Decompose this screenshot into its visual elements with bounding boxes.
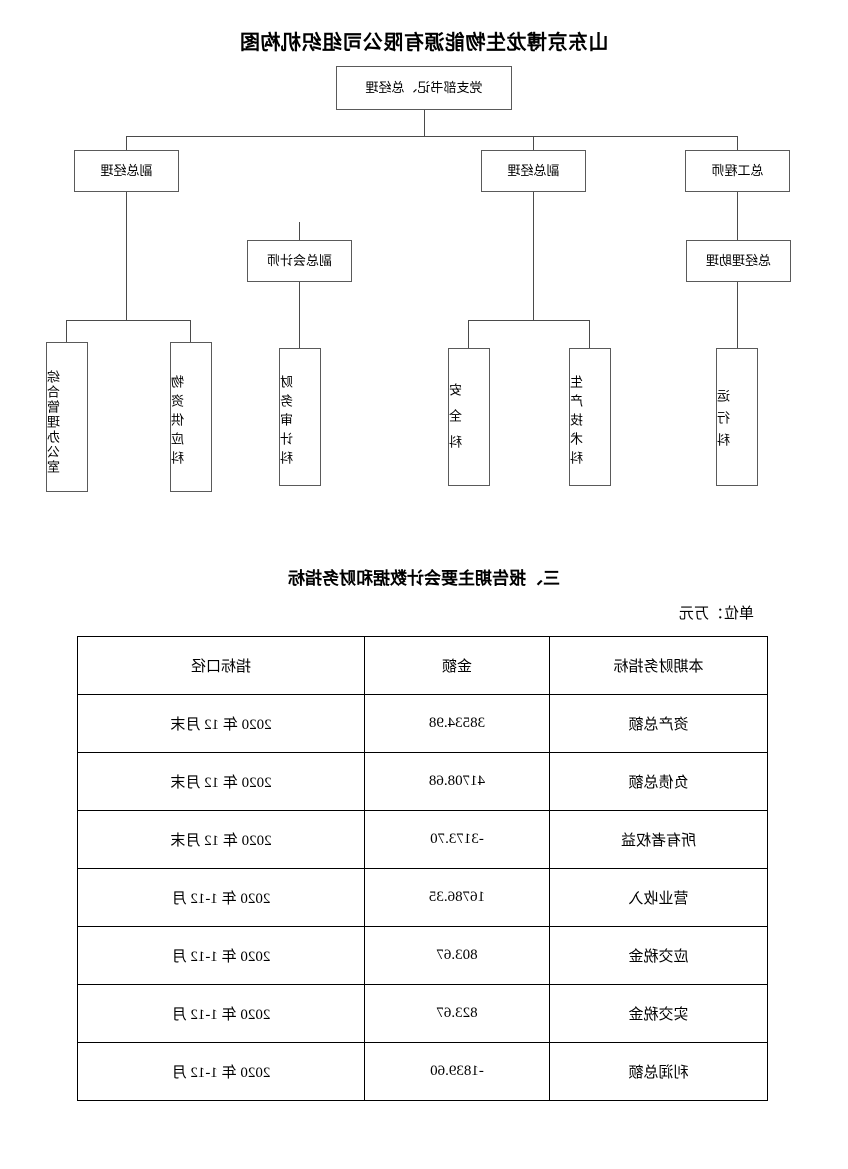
connector-drop-deputy-gm-2 xyxy=(126,136,127,150)
org-node-safety-dept: 安全科 xyxy=(448,348,490,486)
cell-amount: -3173.70 xyxy=(364,810,550,869)
cell-amount: -1839.60 xyxy=(364,1042,550,1101)
table-row: 负债总额 41708.68 2020 年 12 月末 xyxy=(77,752,768,811)
cell-indicator: 资产总额 xyxy=(549,694,768,753)
org-node-deputy-gm-1: 副总经理 xyxy=(481,150,586,192)
cell-indicator: 实交税金 xyxy=(549,984,768,1043)
connector-drop-materials xyxy=(190,320,191,342)
cell-amount: 38534.98 xyxy=(364,694,550,753)
cell-caliber: 2020 年 12 月末 xyxy=(77,694,365,753)
cell-indicator: 营业收入 xyxy=(549,868,768,927)
org-node-label: 副总经理 xyxy=(507,162,560,178)
connector-deputy-gm-1-stem xyxy=(533,192,534,320)
connector-drop-production-tech xyxy=(589,320,590,348)
org-node-label: 党支部书记、总经理 xyxy=(365,79,483,95)
org-node-deputy-chief-accountant: 副总会计师 xyxy=(247,240,352,282)
org-node-materials-supply-dept: 物资供应科 xyxy=(170,342,212,492)
org-node-general-management-office: 综合管理办公室 xyxy=(46,342,88,492)
cell-indicator: 利润总额 xyxy=(549,1042,768,1101)
column-header-caliber: 指标口径 xyxy=(77,636,365,695)
org-node-finance-audit-dept: 财务审计科 xyxy=(279,348,321,486)
cell-amount: 16786.35 xyxy=(364,868,550,927)
connector-accountant-stem xyxy=(299,282,300,330)
financial-section-heading: 三、报告期主要会计数据和财务指标 xyxy=(288,569,560,588)
connector-accountant-up xyxy=(299,222,300,240)
table-row: 资产总额 38534.98 2020 年 12 月末 xyxy=(77,694,768,753)
table-row: 营业收入 16786.35 2020 年 1-12 月 xyxy=(77,868,768,927)
org-node-gm-assistant: 总经理助理 xyxy=(686,240,791,282)
org-node-label: 财务审计科 xyxy=(280,374,295,470)
connector-dept-bus-right xyxy=(67,320,191,321)
org-node-deputy-gm-2: 副总经理 xyxy=(74,150,179,192)
table-header-row: 本期财务指标 金额 指标口径 xyxy=(77,636,768,695)
table-row: 利润总额 -1839.60 2020 年 1-12 月 xyxy=(77,1042,768,1101)
financial-indicators-table: 本期财务指标 金额 指标口径 资产总额 38534.98 2020 年 12 月… xyxy=(77,636,768,1101)
cell-amount: 803.67 xyxy=(364,926,550,985)
cell-amount: 41708.68 xyxy=(364,752,550,811)
column-header-indicator: 本期财务指标 xyxy=(549,636,768,695)
org-node-label: 副总经理 xyxy=(100,162,153,178)
table-row: 所有者权益 -3173.70 2020 年 12 月末 xyxy=(77,810,768,869)
connector-chief-engineer-stem xyxy=(737,192,738,240)
connector-root-stem xyxy=(424,110,425,136)
org-node-production-tech-dept: 生产技术科 xyxy=(569,348,611,486)
cell-caliber: 2020 年 1-12 月 xyxy=(77,868,365,927)
org-node-label: 副总会计师 xyxy=(267,252,333,268)
connector-level2-bus xyxy=(127,136,738,137)
org-node-label: 综合管理办公室 xyxy=(47,369,62,475)
org-node-label: 物资供应科 xyxy=(171,374,186,470)
column-header-amount: 金额 xyxy=(364,636,550,695)
cell-indicator: 应交税金 xyxy=(549,926,768,985)
org-node-operations-dept: 运行科 xyxy=(716,348,758,486)
unit-label: 单位：万元 xyxy=(678,606,754,622)
cell-caliber: 2020 年 12 月末 xyxy=(77,810,365,869)
cell-indicator: 负债总额 xyxy=(549,752,768,811)
table-row: 应交税金 803.67 2020 年 1-12 月 xyxy=(77,926,768,985)
cell-caliber: 2020 年 1-12 月 xyxy=(77,1042,365,1101)
connector-deputy-gm-2-stem xyxy=(126,192,127,320)
org-chart: 山东京博龙生物能源有限公司组织机构图 党支部书记、总经理 总工程师 副总经理 副… xyxy=(0,0,848,540)
cell-amount: 823.67 xyxy=(364,984,550,1043)
connector-drop-deputy-gm-1 xyxy=(533,136,534,150)
org-node-label: 运行科 xyxy=(717,389,732,455)
org-node-label: 安全科 xyxy=(449,383,464,461)
cell-caliber: 2020 年 1-12 月 xyxy=(77,926,365,985)
cell-caliber: 2020 年 12 月末 xyxy=(77,752,365,811)
connector-assistant-stem xyxy=(737,282,738,348)
org-node-label: 总经理助理 xyxy=(706,252,772,268)
cell-indicator: 所有者权益 xyxy=(549,810,768,869)
connector-drop-finance-audit xyxy=(299,330,300,348)
connector-dept-bus-left xyxy=(469,320,590,321)
org-node-chief-engineer: 总工程师 xyxy=(685,150,790,192)
org-node-general-manager: 党支部书记、总经理 xyxy=(336,66,512,110)
cell-caliber: 2020 年 1-12 月 xyxy=(77,984,365,1043)
connector-drop-safety xyxy=(468,320,469,348)
org-node-label: 总工程师 xyxy=(711,162,764,178)
table-row: 实交税金 823.67 2020 年 1-12 月 xyxy=(77,984,768,1043)
connector-drop-office xyxy=(66,320,67,342)
connector-drop-chief-engineer xyxy=(737,136,738,150)
org-node-label: 生产技术科 xyxy=(570,374,585,470)
org-chart-title: 山东京博龙生物能源有限公司组织机构图 xyxy=(239,32,609,54)
